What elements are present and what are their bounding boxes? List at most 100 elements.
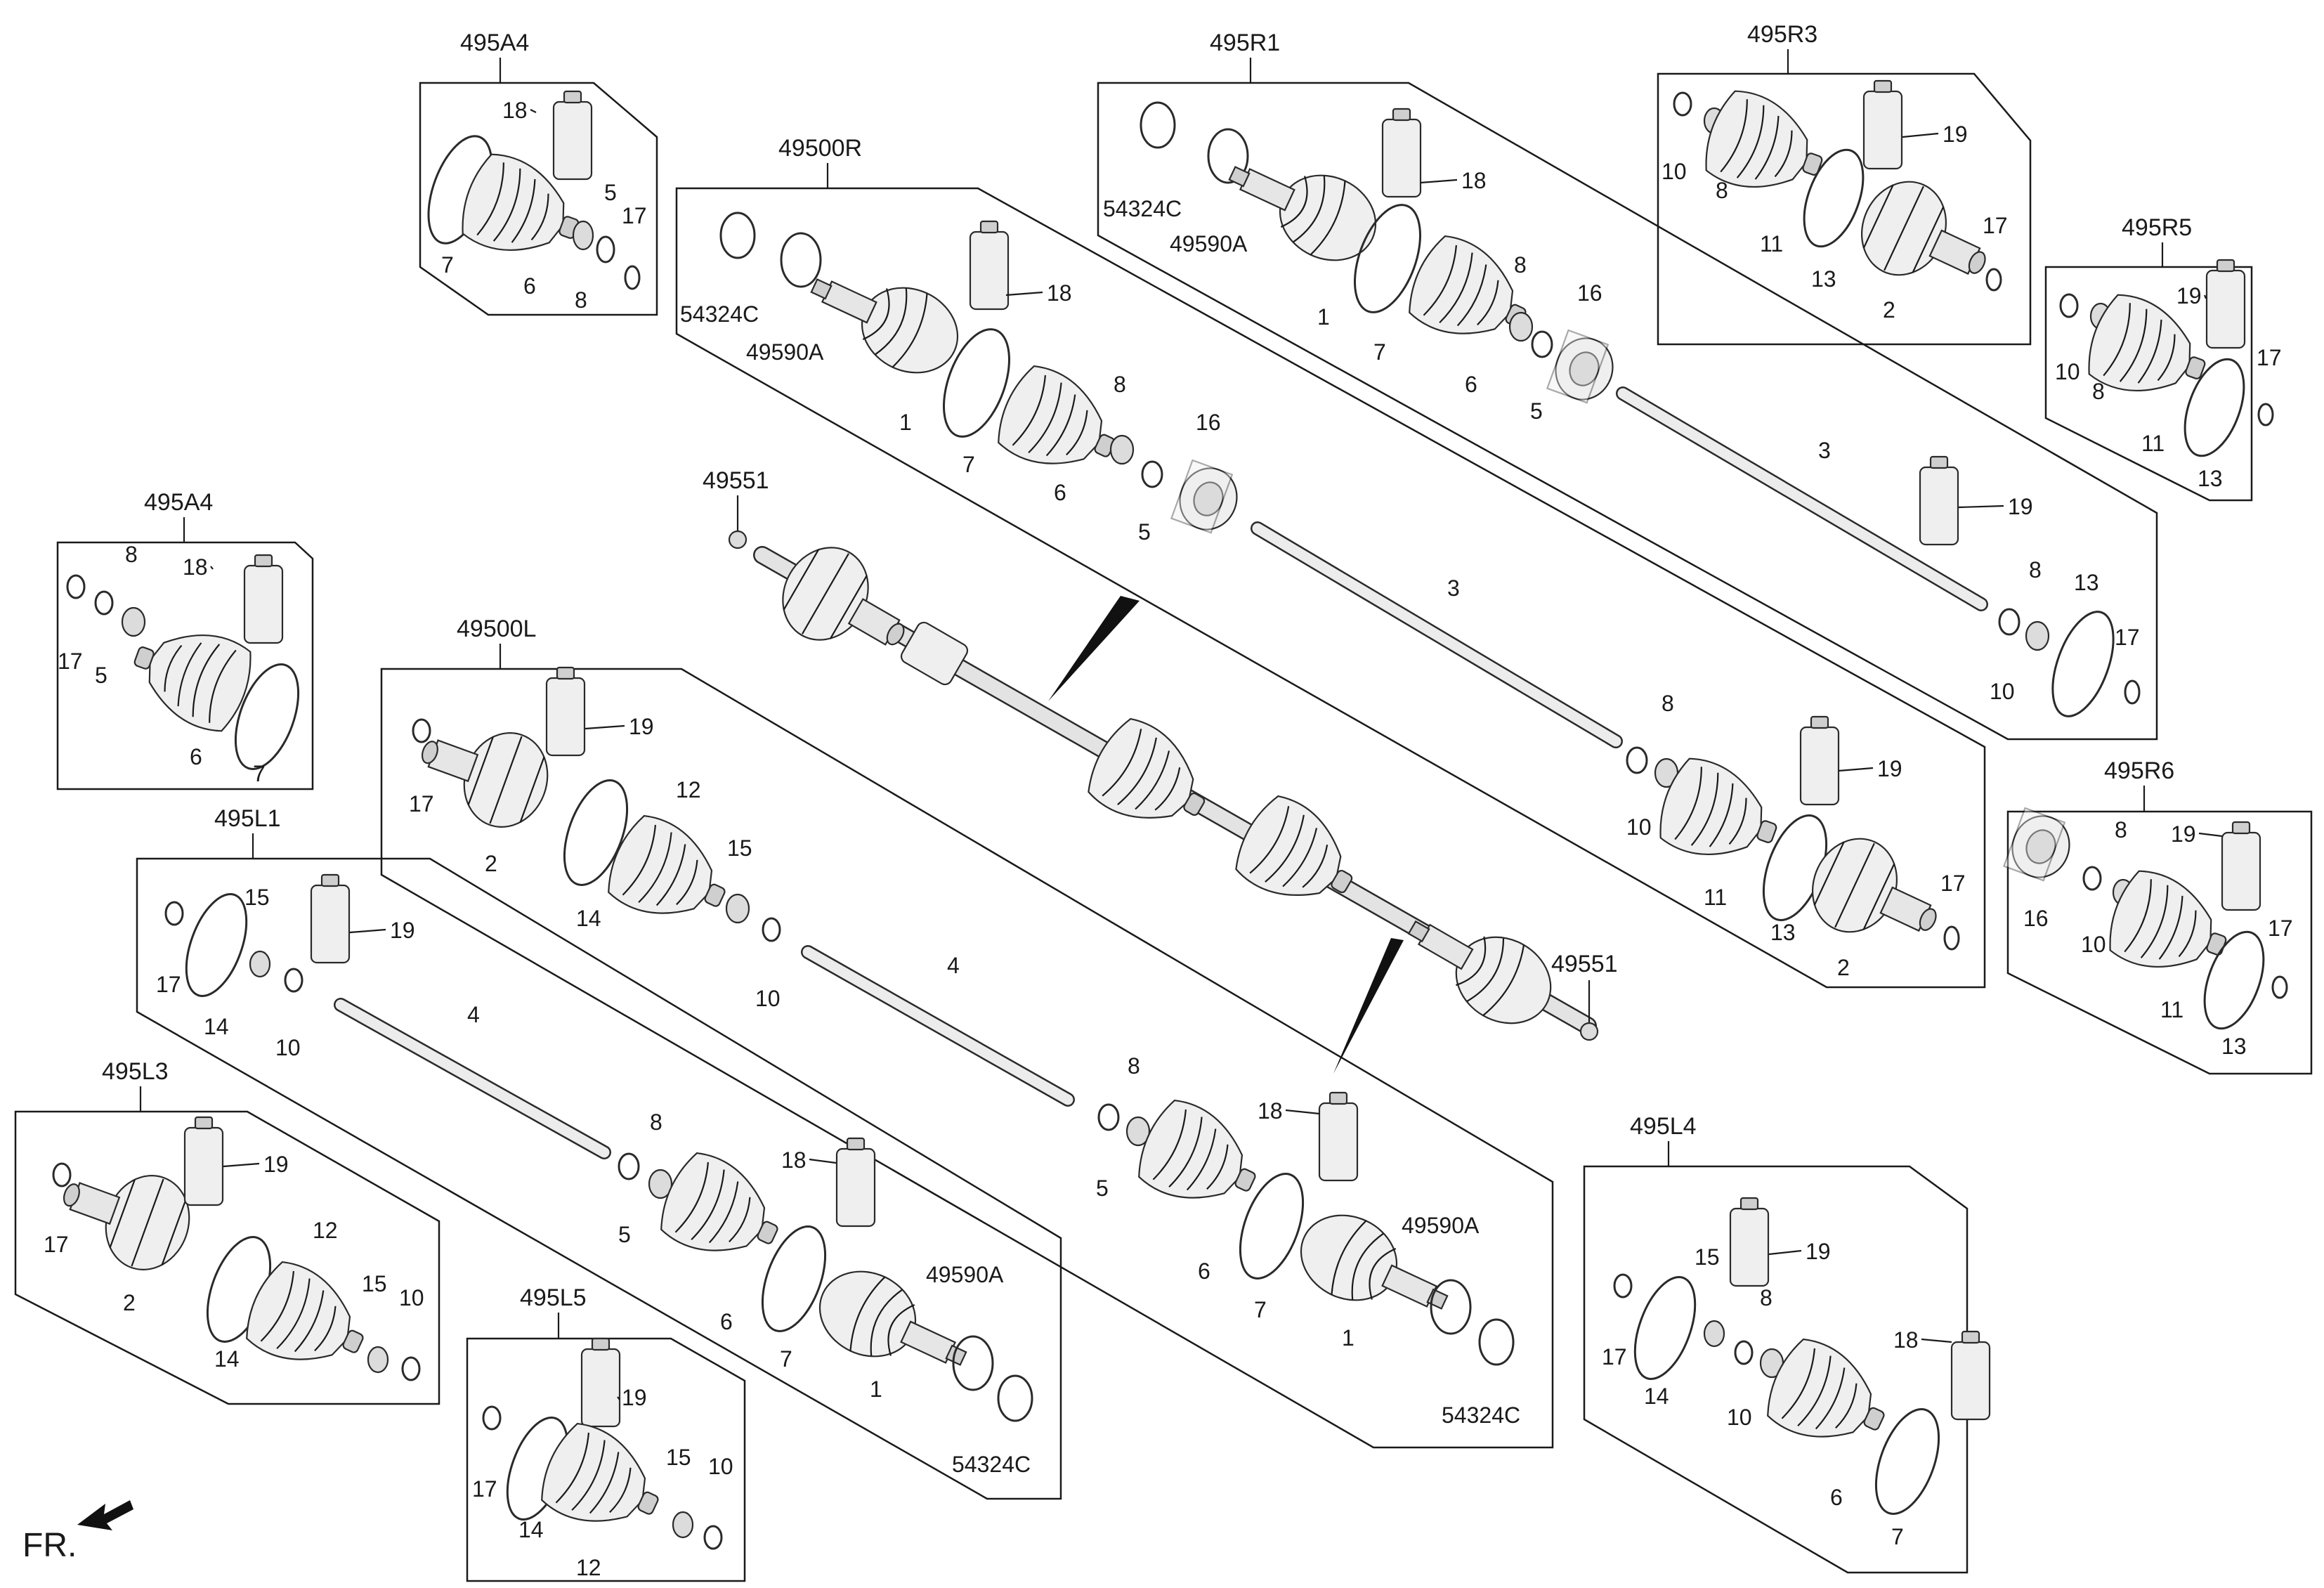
callout-f5: 6 [190, 744, 202, 769]
ring-5 [596, 235, 615, 263]
ring-10-r1 [1998, 608, 2021, 636]
callout-h10: 6 [720, 1309, 733, 1334]
pointer-wedge-lower [1333, 938, 1404, 1074]
callout-leader-g11 [1285, 1109, 1320, 1115]
label-49551-top: 49551 [703, 467, 769, 494]
ring-54324C-r [719, 211, 756, 259]
ring-10-r5 [2059, 293, 2079, 318]
callout-c4: 1 [1317, 304, 1330, 330]
callout-i6: 10 [399, 1285, 424, 1310]
clamp-7-l4 [1874, 1408, 1940, 1515]
callout-leader-f2 [210, 566, 214, 570]
callout-g11: 18 [1258, 1098, 1283, 1124]
clamp-7-l1 [761, 1225, 827, 1332]
callout-j3: 14 [518, 1517, 544, 1542]
callout-g12: 6 [1198, 1258, 1210, 1284]
callout-h11: 7 [780, 1346, 792, 1372]
callout-g14: 1 [1342, 1325, 1354, 1351]
callout-leader-l1 [2198, 832, 2223, 838]
callout-j6: 12 [576, 1555, 601, 1580]
callout-f1: 8 [125, 542, 138, 567]
clamp-15-l3 [367, 1346, 389, 1374]
clamp-15-l4 [1703, 1320, 1725, 1348]
ring-10-l1 [284, 968, 303, 993]
nut-49551-bottom [1579, 1022, 1599, 1041]
outer-joint-1-r [796, 247, 973, 389]
callout-k6: 10 [1727, 1405, 1752, 1430]
callout-c7: 6 [1465, 372, 1477, 397]
shaft-3-r1 [1616, 386, 1988, 611]
callout-l3: 16 [2023, 906, 2049, 931]
label-495L4: 495L4 [1630, 1113, 1697, 1140]
callout-k4: 17 [1602, 1344, 1627, 1369]
boot-12-l5 [531, 1415, 676, 1549]
pointer-wedge-upper [1048, 596, 1140, 701]
group-box-495L1 [136, 857, 1062, 1500]
boot-12-l3 [236, 1254, 381, 1388]
callout-leader-i1 [223, 1162, 260, 1168]
clamp-7-r [943, 328, 1010, 438]
group-box-495R6 [2006, 810, 2313, 1075]
callout-c15: 10 [1990, 679, 2015, 704]
callout-h4: 14 [204, 1014, 229, 1039]
bearing-16-r [1170, 459, 1246, 539]
callout-d7: 17 [1983, 213, 2008, 238]
group-box-49500R [675, 187, 1986, 989]
bearing-16-r6 [2003, 807, 2079, 887]
ring-17-l [412, 718, 431, 743]
callout-g15: 49590A [1402, 1213, 1480, 1238]
ring-17-r [1943, 925, 1960, 951]
ring-17-r5 [2257, 403, 2274, 427]
ring-5-r [1141, 460, 1163, 488]
label-495R3: 495R3 [1747, 21, 1817, 48]
callout-g3: 2 [485, 851, 497, 876]
callout-leader-b13 [1838, 767, 1874, 772]
callout-h1: 15 [244, 885, 270, 910]
group-box-495R1 [1097, 82, 2158, 741]
callout-e5: 17 [2257, 345, 2282, 370]
shaft-3-r [1251, 521, 1623, 748]
ring-17-l4 [1613, 1273, 1633, 1299]
callout-b11: 8 [1662, 691, 1674, 716]
ring-17-l3 [52, 1162, 72, 1187]
ring-54324C-r1 [1140, 101, 1176, 149]
callout-h13: 1 [870, 1377, 882, 1402]
label-495R5: 495R5 [2122, 214, 2192, 241]
callout-b17: 17 [1940, 871, 1966, 896]
group-box-495L3 [14, 1110, 440, 1405]
housing-2-l3 [48, 1147, 203, 1282]
callout-b12: 10 [1626, 814, 1652, 840]
grease-19-r6 [2221, 821, 2261, 911]
callout-f2: 18 [183, 554, 208, 580]
callout-leader-k1 [1768, 1249, 1802, 1256]
callout-leader-d4 [1902, 132, 1939, 138]
callout-k1: 19 [1806, 1239, 1831, 1264]
callout-h8: 5 [618, 1222, 631, 1247]
callout-c2: 49590A [1170, 231, 1248, 256]
callout-c14: 17 [2115, 625, 2140, 650]
callout-g10: 5 [1096, 1176, 1109, 1201]
grease-18-l4 [1950, 1330, 1991, 1421]
callout-leader-j1 [617, 1396, 620, 1400]
callout-i1: 19 [263, 1152, 289, 1177]
grease-18-a4l [243, 554, 284, 644]
ring-5-l [1097, 1103, 1120, 1131]
callout-d1: 10 [1662, 159, 1687, 184]
callout-j5: 10 [708, 1454, 733, 1479]
nut-49551-top [728, 530, 748, 549]
group-box-495R3 [1657, 72, 2032, 346]
clamp-15-l [725, 893, 750, 924]
callout-b5: 7 [962, 452, 975, 477]
tone-ring-49590A-l [1430, 1279, 1472, 1335]
clamp-13-r1 [2051, 611, 2115, 717]
ring-5-a4l [94, 590, 114, 616]
callout-leader-h9 [809, 1158, 837, 1164]
ring-10-r [1626, 746, 1648, 774]
tone-ring-49590A-r1 [1207, 128, 1249, 184]
callout-e1: 19 [2176, 283, 2202, 308]
callout-i5: 15 [362, 1271, 387, 1296]
callout-j1: 19 [622, 1385, 647, 1410]
callout-i3: 2 [123, 1290, 136, 1315]
clamp-8-r1b [2025, 620, 2050, 651]
label-495A4-left: 495A4 [144, 489, 213, 516]
